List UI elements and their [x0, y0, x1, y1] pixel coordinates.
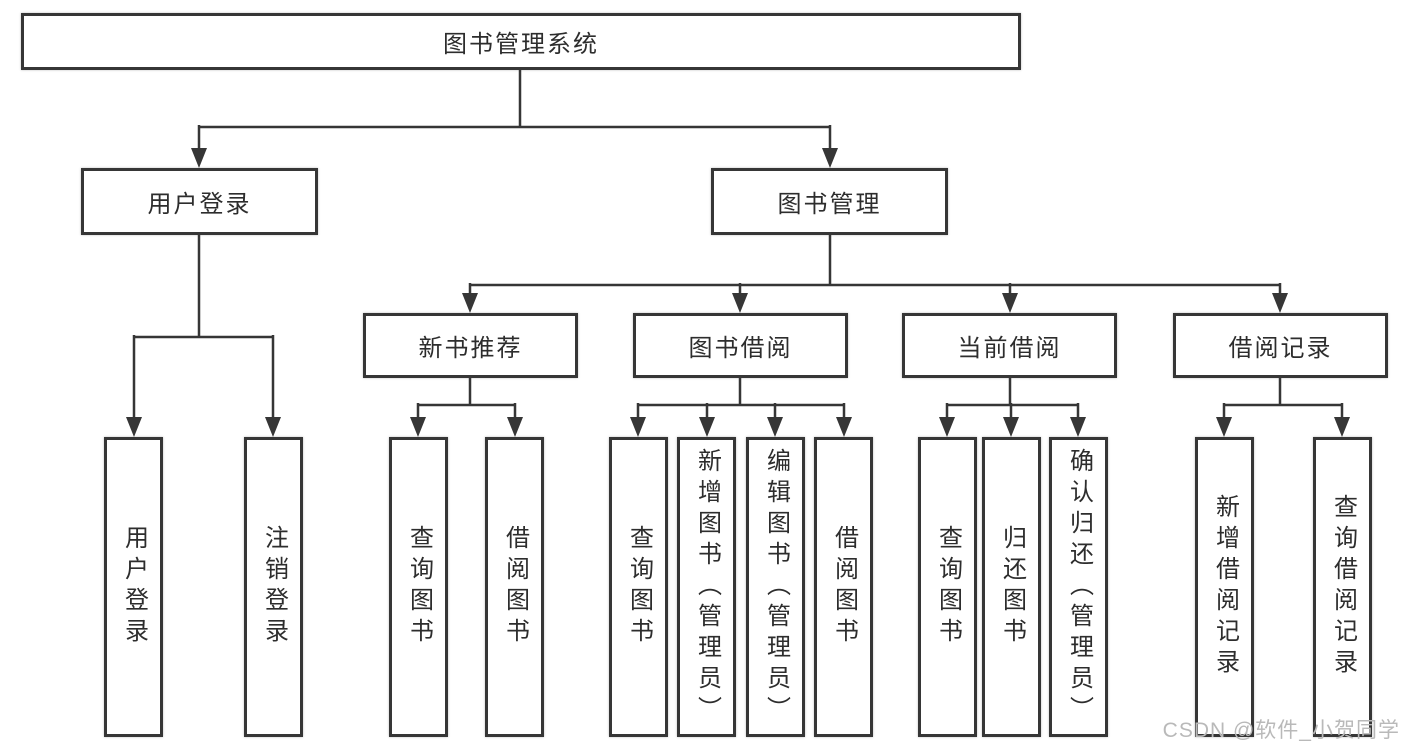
watermark: CSDN @软件_小贺同学 [1162, 719, 1400, 742]
leaf-newbooks-query-books-label: 查询图书 [405, 525, 433, 649]
leaf-current-confirm-return-admin: 确认归还（管理员） [1049, 437, 1108, 737]
leaf-records-query-record-label: 查询借阅记录 [1329, 494, 1357, 680]
leaf-borrowing-query-books: 查询图书 [609, 437, 668, 737]
leaf-current-confirm-return-admin-label: 确认归还（管理员） [1065, 447, 1093, 727]
leaf-user-login-label: 用户登录 [120, 525, 148, 649]
leaf-records-add-record: 新增借阅记录 [1195, 437, 1254, 737]
leaf-logout: 注销登录 [244, 437, 303, 737]
leaf-logout-label: 注销登录 [260, 525, 288, 649]
leaf-newbooks-borrow-books-label: 借阅图书 [501, 525, 529, 649]
leaf-current-query-books-label: 查询图书 [934, 525, 962, 649]
leaf-current-return-books-label: 归还图书 [998, 525, 1026, 649]
node-current-borrowing: 当前借阅 [902, 313, 1117, 378]
node-library-management-system: 图书管理系统 [21, 13, 1021, 70]
leaf-borrowing-edit-books-admin: 编辑图书（管理员） [746, 437, 805, 737]
leaf-borrowing-borrow-books: 借阅图书 [814, 437, 873, 737]
leaf-newbooks-borrow-books: 借阅图书 [485, 437, 544, 737]
node-new-book-recommend: 新书推荐 [363, 313, 578, 378]
leaf-newbooks-query-books: 查询图书 [389, 437, 448, 737]
node-book-borrowing: 图书借阅 [633, 313, 848, 378]
node-user-login: 用户登录 [81, 168, 318, 235]
leaf-borrowing-borrow-books-label: 借阅图书 [830, 525, 858, 649]
leaf-borrowing-query-books-label: 查询图书 [625, 525, 653, 649]
leaf-current-query-books: 查询图书 [918, 437, 977, 737]
leaf-borrowing-edit-books-admin-label: 编辑图书（管理员） [762, 447, 790, 727]
leaf-records-query-record: 查询借阅记录 [1313, 437, 1372, 737]
leaf-borrowing-add-books-admin-label: 新增图书（管理员） [693, 447, 721, 727]
leaf-records-add-record-label: 新增借阅记录 [1211, 494, 1239, 680]
leaf-current-return-books: 归还图书 [982, 437, 1041, 737]
leaf-user-login: 用户登录 [104, 437, 163, 737]
node-borrowing-records: 借阅记录 [1173, 313, 1388, 378]
node-book-management: 图书管理 [711, 168, 948, 235]
leaf-borrowing-add-books-admin: 新增图书（管理员） [677, 437, 736, 737]
